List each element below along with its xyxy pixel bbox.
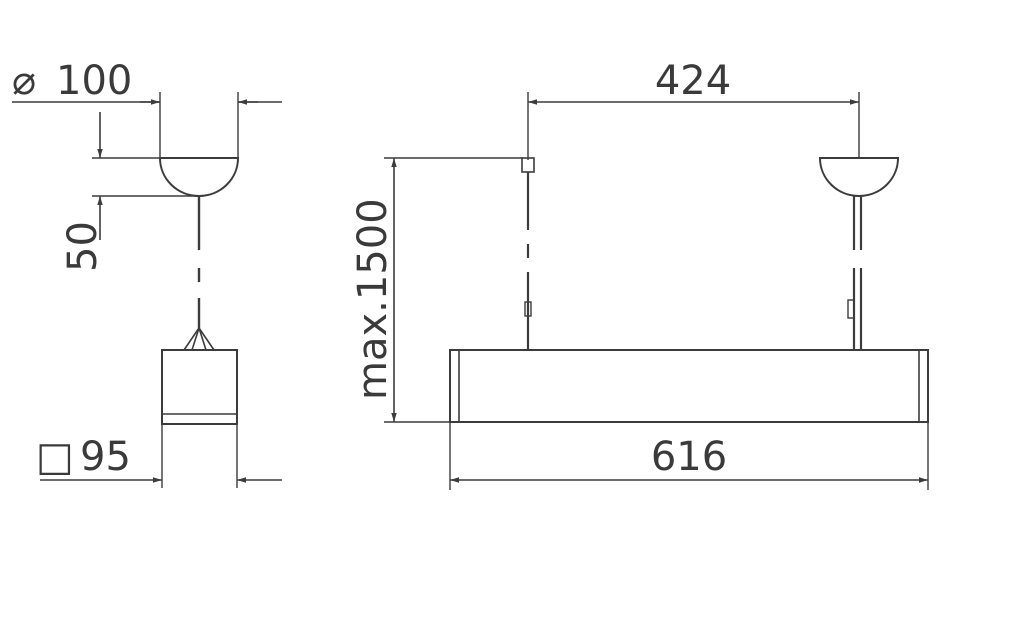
length-label: 616: [651, 434, 727, 480]
diameter-dimension: ⌀ 100: [12, 58, 282, 158]
canopy-height-dimension: 50: [60, 112, 200, 272]
side-suspension-cable: [183, 196, 215, 351]
suspension-spacing-label: 424: [655, 58, 731, 104]
front-canopy: [818, 157, 900, 197]
max-height-label: max.1500: [350, 198, 396, 400]
suspension-spacing-dimension: 424: [527, 58, 860, 160]
side-view: ⌀ 100 50: [12, 58, 282, 488]
body-width-dimension: □ 95: [36, 424, 282, 488]
front-luminaire-body: [449, 349, 929, 423]
front-view: 424 max.1500: [350, 58, 929, 490]
right-suspension-cable: [818, 157, 900, 350]
max-height-dimension: max.1500: [350, 157, 523, 423]
canopy-height-label: 50: [60, 221, 106, 272]
left-suspension-wire: [521, 157, 535, 350]
length-dimension: 616: [449, 422, 929, 490]
square-symbol: □: [36, 434, 74, 480]
diameter-value-label: 100: [56, 58, 132, 104]
side-luminaire-body: [161, 349, 238, 425]
diameter-symbol: ⌀: [12, 58, 36, 104]
side-canopy: [158, 157, 240, 197]
body-width-label: 95: [80, 434, 131, 480]
